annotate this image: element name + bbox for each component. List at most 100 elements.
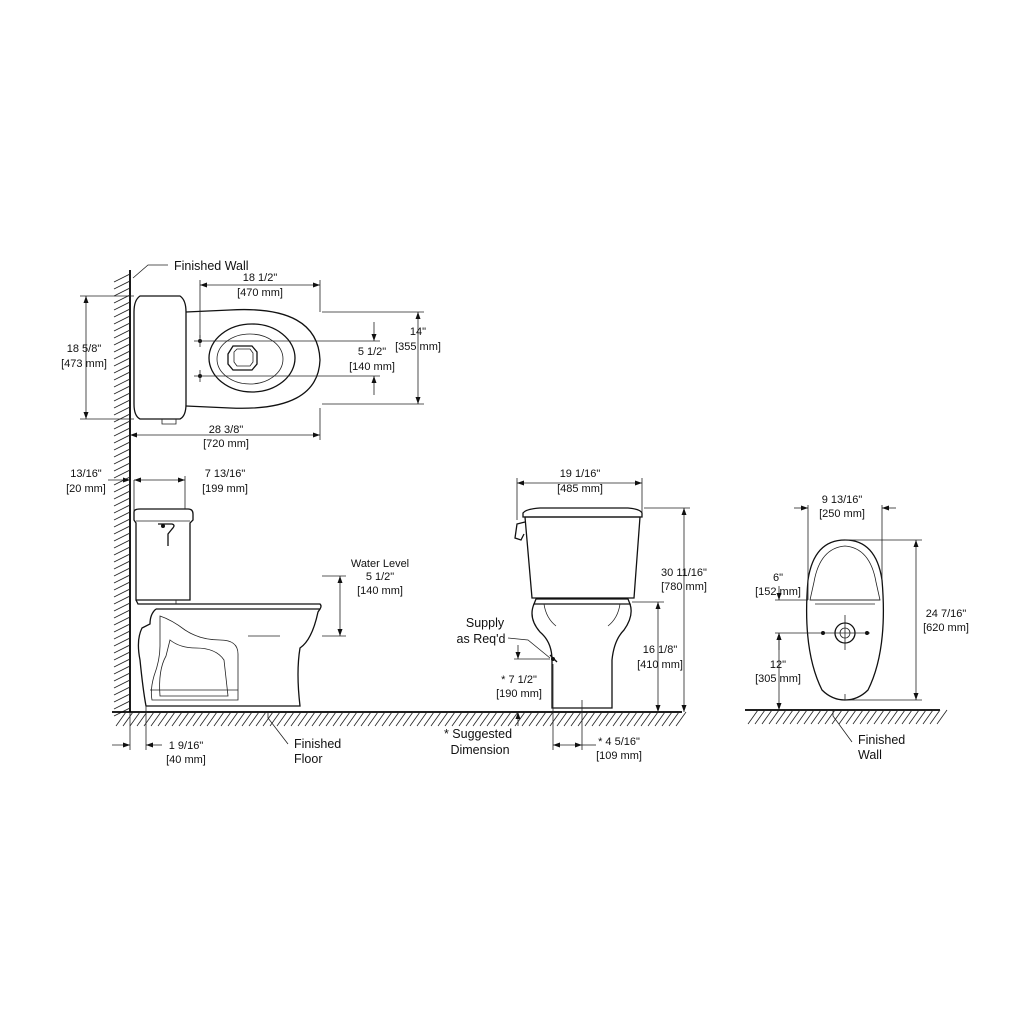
hatch-line bbox=[113, 343, 131, 353]
hatch-line bbox=[113, 602, 131, 612]
hatch-line bbox=[113, 665, 131, 675]
hatch-line bbox=[113, 609, 131, 619]
dim-top-inner-in: 5 1/2" bbox=[358, 346, 386, 358]
hatch-line bbox=[873, 709, 885, 725]
callout-water-level-3: [140 mm] bbox=[357, 585, 403, 597]
hatch-line bbox=[206, 711, 218, 727]
hatch-line bbox=[866, 709, 878, 725]
hatch-line bbox=[549, 711, 561, 727]
callout-finished-wall-right-2: Wall bbox=[858, 748, 882, 762]
hatch-line bbox=[451, 711, 463, 727]
dim-top-depth-mm: [473 mm] bbox=[61, 358, 107, 370]
hatch-line bbox=[761, 709, 773, 725]
callout-water-level-1: Water Level bbox=[351, 558, 409, 570]
hatch-line bbox=[113, 658, 131, 668]
plan-view-right bbox=[806, 539, 884, 701]
plan-dimensions bbox=[775, 505, 922, 743]
hatch-line bbox=[113, 616, 131, 626]
hatch-line bbox=[402, 711, 414, 727]
hatch-line bbox=[283, 711, 295, 727]
hatch-line bbox=[234, 711, 246, 727]
hatch-line bbox=[437, 711, 449, 727]
dim-wall-gap-in: 13/16" bbox=[70, 468, 102, 480]
hatch-line bbox=[150, 711, 162, 727]
dim-tank-depth-mm: [199 mm] bbox=[202, 483, 248, 495]
hatch-line bbox=[113, 301, 131, 311]
hatch-line bbox=[346, 711, 358, 727]
hatch-line bbox=[113, 392, 131, 402]
dim-plan-12-mm: [305 mm] bbox=[755, 673, 801, 685]
side-dimensions bbox=[108, 476, 346, 750]
hatch-line bbox=[318, 711, 330, 727]
hatch-line bbox=[113, 385, 131, 395]
hatch-line bbox=[817, 709, 829, 725]
hatch-line bbox=[521, 711, 533, 727]
callout-finished-floor-2: Floor bbox=[294, 752, 322, 766]
hatch-line bbox=[803, 709, 815, 725]
hatch-line bbox=[675, 711, 687, 727]
hatch-line bbox=[591, 711, 603, 727]
finished-floor-right bbox=[745, 709, 948, 725]
hatch-line bbox=[122, 711, 134, 727]
dim-top-height-mm: [355 mm] bbox=[395, 341, 441, 353]
hatch-line bbox=[113, 287, 131, 297]
hatch-line bbox=[113, 539, 131, 549]
hatch-line bbox=[654, 711, 666, 727]
hatch-line bbox=[113, 308, 131, 318]
dim-top-width-mm: [470 mm] bbox=[237, 287, 283, 299]
hatch-line bbox=[768, 709, 780, 725]
callout-finished-floor-1: Finished bbox=[294, 737, 341, 751]
dim-plan-width-in: 9 13/16" bbox=[822, 494, 863, 506]
callout-finished-wall: Finished Wall bbox=[174, 259, 249, 273]
hatch-line bbox=[332, 711, 344, 727]
hatch-line bbox=[831, 709, 843, 725]
front-dimensions bbox=[514, 478, 690, 750]
hatch-line bbox=[113, 315, 131, 325]
hatch-line bbox=[570, 711, 582, 727]
dim-top-depth-in: 18 5/8" bbox=[67, 343, 102, 355]
callout-supply-2: as Req'd bbox=[457, 632, 506, 646]
hatch-line bbox=[113, 413, 131, 423]
dim-plan-width-mm: [250 mm] bbox=[819, 508, 865, 520]
hatch-line bbox=[113, 371, 131, 381]
hatch-line bbox=[129, 711, 141, 727]
hatch-line bbox=[936, 709, 948, 725]
hatch-line bbox=[113, 532, 131, 542]
hatch-line bbox=[113, 483, 131, 493]
dim-rough-in-in: 1 9/16" bbox=[169, 740, 204, 752]
hatch-line bbox=[838, 709, 850, 725]
hatch-line bbox=[113, 546, 131, 556]
hatch-line bbox=[747, 709, 759, 725]
hatch-line bbox=[113, 693, 131, 703]
hatch-line bbox=[493, 711, 505, 727]
hatch-line bbox=[577, 711, 589, 727]
hatch-line bbox=[789, 709, 801, 725]
hatch-line bbox=[563, 711, 575, 727]
hatch-line bbox=[845, 709, 857, 725]
hatch-line bbox=[458, 711, 470, 727]
hatch-line bbox=[887, 709, 899, 725]
hatch-line bbox=[640, 711, 652, 727]
hatch-line bbox=[164, 711, 176, 727]
hatch-line bbox=[115, 711, 127, 727]
dim-supply-height-mm: [190 mm] bbox=[496, 688, 542, 700]
hatch-line bbox=[381, 711, 393, 727]
hatch-line bbox=[113, 511, 131, 521]
hatch-line bbox=[311, 711, 323, 727]
dim-supply-height-in: * 7 1/2" bbox=[501, 674, 537, 686]
dim-top-length-mm: [720 mm] bbox=[203, 438, 249, 450]
hatch-line bbox=[113, 434, 131, 444]
hatch-line bbox=[213, 711, 225, 727]
hatch-line bbox=[922, 709, 934, 725]
hatch-line bbox=[262, 711, 274, 727]
hatch-line bbox=[113, 399, 131, 409]
hatch-line bbox=[113, 651, 131, 661]
hatch-line bbox=[353, 711, 365, 727]
finished-wall-left bbox=[113, 270, 131, 717]
dim-plan-12-in: 12" bbox=[770, 659, 786, 671]
hatch-line bbox=[157, 711, 169, 727]
hatch-line bbox=[113, 686, 131, 696]
hatch-line bbox=[136, 711, 148, 727]
hatch-line bbox=[113, 623, 131, 633]
